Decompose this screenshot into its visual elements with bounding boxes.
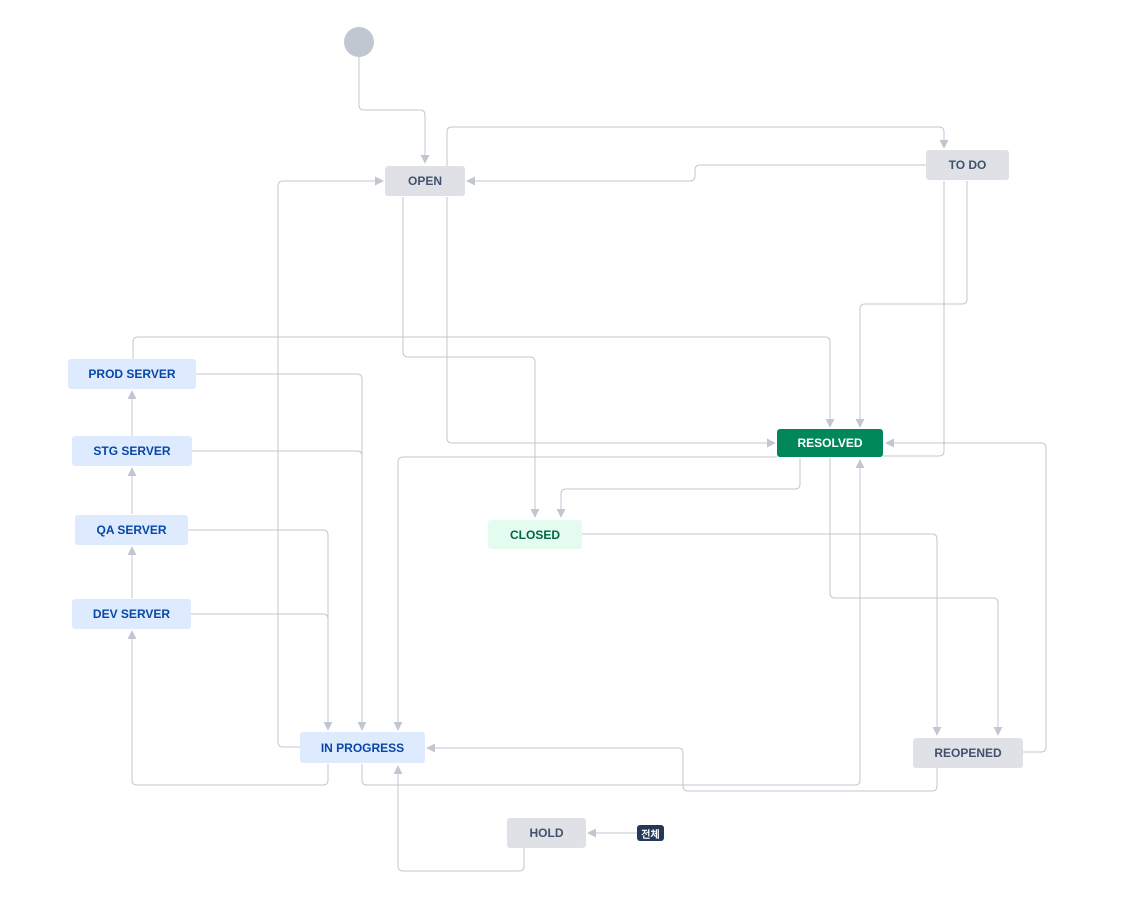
status-hold-label: HOLD [529,826,564,840]
status-prod-server[interactable]: PROD SERVER [68,359,196,389]
status-hold[interactable]: HOLD [507,818,586,848]
status-prod-server-label: PROD SERVER [88,367,176,381]
status-resolved-label: RESOLVED [797,436,863,450]
transition-closed-to-reopened [582,533,942,736]
transition-qa-to-inprogress [188,529,333,731]
transition-stg-to-inprogress [192,450,363,730]
status-open-label: OPEN [407,174,442,188]
transition-todo-to-resolved [855,181,968,428]
transition-reopened-to-inprogress [426,743,938,792]
status-todo[interactable]: TO DO [926,150,1009,180]
transition-reopened-to-resolved [885,438,1047,753]
status-stg-server[interactable]: STG SERVER [72,436,192,466]
status-open[interactable]: OPEN [385,166,465,196]
status-in-progress-label: IN PROGRESS [320,740,405,755]
transition-start-to-open [358,56,430,164]
status-reopened[interactable]: REOPENED [913,738,1023,768]
global-transition-badge[interactable]: 전체 [637,825,664,841]
status-closed-label: CLOSED [509,527,560,542]
transition-prod-to-resolved [132,336,835,428]
transition-resolved-to-reopened [829,458,1003,736]
transition-inprogress-to-open [277,176,384,748]
status-reopened-label: REOPENED [934,746,1002,760]
transition-open-to-todo [446,126,949,166]
transition-open-to-closed [402,197,540,518]
transition-hold-to-inprogress [393,765,525,872]
status-dev-server-label: DEV SERVER [92,607,171,621]
global-transition-label: 전체 [641,829,660,841]
transition-inprogress-to-resolved [361,459,865,786]
transition-todo-down [883,181,945,457]
status-closed[interactable]: CLOSED [488,520,582,549]
status-qa-server-label: QA SERVER [96,523,167,537]
status-dev-server[interactable]: DEV SERVER [72,599,191,629]
status-todo-label: TO DO [948,158,987,172]
transition-todo-to-open [466,164,926,186]
status-resolved[interactable]: RESOLVED [777,429,883,457]
status-in-progress[interactable]: IN PROGRESS [300,732,425,763]
transition-dev-to-inprogress [191,613,329,730]
transition-resolved-to-inprogress [393,456,777,731]
status-qa-server[interactable]: QA SERVER [75,515,188,545]
transition-prod-to-inprogress [196,373,367,731]
status-stg-server-label: STG SERVER [93,444,171,458]
transition-resolved-to-closed [556,458,801,518]
start-node[interactable] [344,27,374,57]
transition-open-to-resolved [446,197,776,448]
transition-inprogress-to-dev [127,630,329,786]
